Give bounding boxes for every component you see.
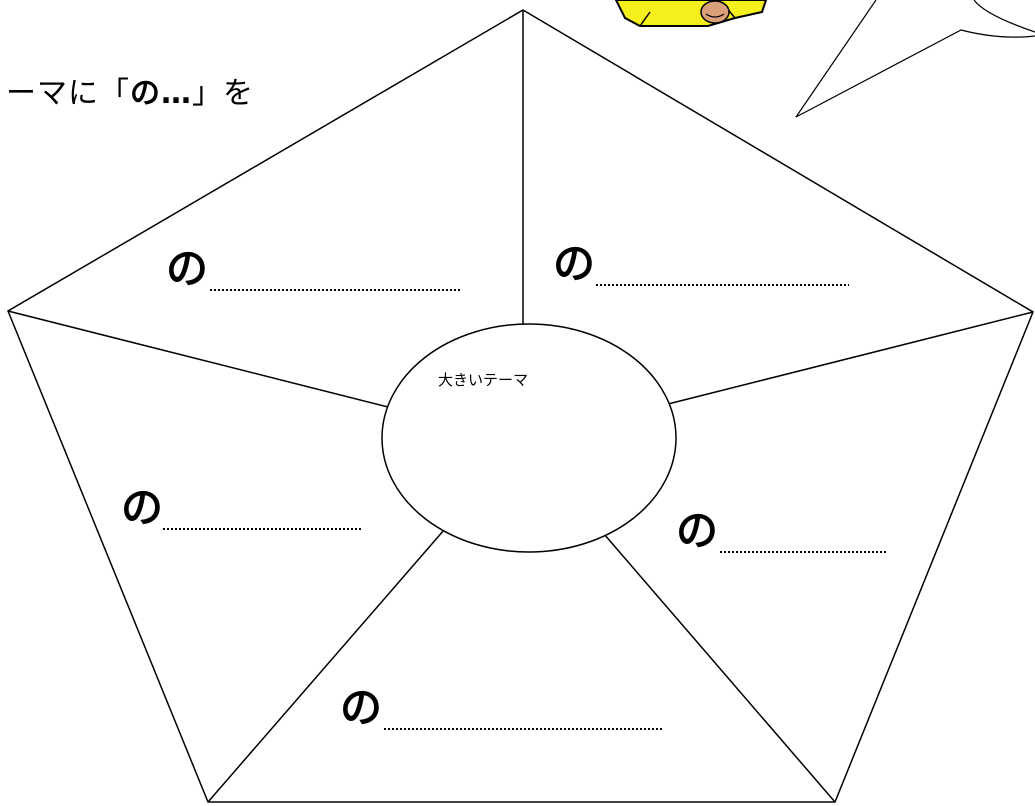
heading-suffix: 」を xyxy=(192,76,254,111)
branch-marker-bottom: の xyxy=(340,687,382,729)
instruction-heading: ーマに「の…」を xyxy=(6,68,254,112)
spoke-right xyxy=(668,312,1033,404)
spoke-left xyxy=(8,311,388,407)
spoke-bottom-right xyxy=(604,534,835,802)
branch-marker-top-right: の xyxy=(553,243,595,285)
heading-bold: の… xyxy=(130,76,192,111)
branch-marker-left: の xyxy=(121,487,163,529)
center-theme-label: 大きいテーマ xyxy=(438,369,528,390)
spoke-bottom-left xyxy=(208,530,444,802)
branch-marker-top-left: の xyxy=(166,248,208,290)
mascot-character-icon xyxy=(616,0,766,26)
heading-prefix: ーマに「 xyxy=(6,76,130,111)
branch-marker-right: の xyxy=(676,510,718,552)
center-ellipse xyxy=(382,324,676,552)
